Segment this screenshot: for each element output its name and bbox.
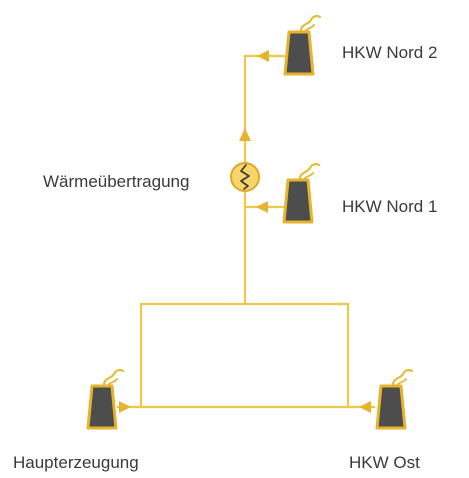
- label-hkw-nord-2: HKW Nord 2: [342, 43, 438, 62]
- arrow-from-haupterzeugung: [119, 401, 131, 413]
- power-plant-icon[interactable]: [86, 368, 125, 430]
- arrow-up-trunk: [239, 128, 251, 141]
- flow-arrows: [119, 50, 371, 413]
- label-haupterzeugung: Haupterzeugung: [13, 453, 139, 472]
- power-plant-icon[interactable]: [375, 368, 414, 430]
- pipe-network: [116, 54, 376, 409]
- label-hkw-ost: HKW Ost: [349, 453, 420, 472]
- label-hkw-nord-1: HKW Nord 1: [342, 197, 438, 216]
- arrow-from-ost: [359, 401, 371, 413]
- power-plant-icon[interactable]: [282, 162, 321, 224]
- heat-exchanger-icon[interactable]: [230, 162, 260, 192]
- power-plant-icon[interactable]: [283, 14, 322, 76]
- label-waermeuebertragung: Wärmeübertragung: [43, 172, 190, 191]
- arrow-from-nord1: [256, 201, 268, 213]
- arrow-to-nord2: [257, 50, 269, 62]
